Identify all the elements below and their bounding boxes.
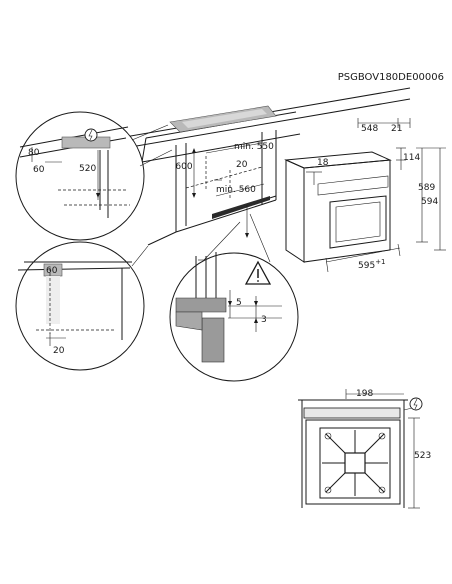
- dim-min-550: min. 550: [234, 142, 274, 152]
- electric-plug-icon: [84, 128, 98, 142]
- dim-80: 80: [28, 148, 40, 158]
- dim-589: 589: [418, 183, 435, 193]
- front-view-cabinet: [298, 389, 420, 509]
- dim-114: 114: [403, 153, 420, 163]
- dim-18: 18: [317, 158, 329, 168]
- dim-20-left: 20: [53, 346, 65, 356]
- dim-60-top: 60: [33, 165, 45, 175]
- detail-circle-top: [15, 111, 173, 241]
- cabinet-side-section: [201, 317, 225, 363]
- ventilation-slot: [212, 196, 270, 219]
- electric-plug-icon: [403, 397, 423, 411]
- detail-circle-left: [15, 241, 149, 371]
- detail-circle-warning: [169, 213, 299, 382]
- dim-594: 594: [421, 197, 438, 207]
- dim-21: 21: [391, 124, 402, 134]
- worktop-section: [175, 297, 227, 313]
- dim-198: 198: [356, 389, 373, 399]
- burner-grid: [319, 427, 391, 499]
- oven-dimension-lines: [325, 118, 446, 273]
- dim-min-560: min. 560: [216, 185, 256, 195]
- dim-600: 600: [175, 162, 192, 172]
- dim-3: 3: [261, 315, 267, 325]
- oven-sketch: [284, 151, 392, 263]
- warning-icon: [244, 260, 272, 285]
- dim-520: 520: [79, 164, 96, 174]
- dim-523: 523: [414, 451, 431, 461]
- dim-60-left: 60: [46, 266, 58, 276]
- dim-548: 548: [361, 124, 378, 134]
- dim-595: 595+1: [358, 258, 386, 271]
- dim-20-cabinet: 20: [236, 160, 248, 170]
- dim-5: 5: [236, 298, 242, 308]
- product-code: PSGBOV180DE00006: [338, 72, 444, 83]
